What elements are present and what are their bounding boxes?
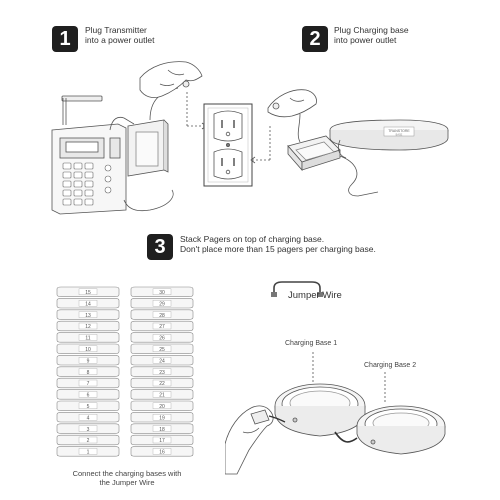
caption-line-1: Connect the charging bases with	[52, 469, 202, 478]
pager-number: 19	[159, 415, 165, 421]
pager-number: 1	[87, 450, 90, 456]
keypad-key	[85, 199, 93, 205]
pager-number: 27	[159, 324, 165, 330]
pager-number: 11	[85, 336, 90, 342]
keypad-key	[85, 163, 93, 169]
pager-number: 10	[85, 347, 91, 353]
pager-number: 3	[87, 427, 90, 433]
keypad-key	[85, 181, 93, 187]
step-3-line-2: Don't place more than 15 pagers per char…	[180, 244, 376, 254]
pager-number: 26	[159, 336, 165, 342]
pager-number: 13	[85, 313, 91, 319]
pager-number: 12	[85, 324, 91, 330]
charging-base-2-icon	[357, 406, 445, 454]
pager-number: 14	[85, 301, 91, 307]
pager-number: 30	[159, 290, 165, 296]
pager-number: 28	[159, 313, 165, 319]
pager-number: 29	[159, 301, 165, 307]
step-3-badge: 3	[147, 234, 173, 260]
keypad-key	[74, 181, 82, 187]
pager-number: 7	[87, 381, 90, 387]
keypad-key	[74, 163, 82, 169]
keypad-round-key	[105, 176, 111, 182]
pager-number: 23	[159, 370, 165, 376]
keypad-key	[74, 172, 82, 178]
caption-line-2: the Jumper Wire	[52, 478, 202, 487]
keypad-key	[85, 190, 93, 196]
base-sub-label: BASE	[396, 134, 403, 137]
charging-base-1-icon	[275, 384, 365, 436]
keypad-round-key	[105, 187, 111, 193]
step-3-line-1: Stack Pagers on top of charging base.	[180, 234, 376, 244]
keypad-key	[85, 172, 93, 178]
keypad-key	[63, 172, 71, 178]
pager-number: 22	[159, 381, 165, 387]
keypad-key	[74, 199, 82, 205]
pager-number: 25	[159, 347, 165, 353]
step-3-text: Stack Pagers on top of charging base. Do…	[180, 234, 376, 254]
pager-stack-right: 30 29 28 27 26 25 24 23 22 21 20 19 18 17 16	[131, 287, 193, 456]
keypad-key	[63, 190, 71, 196]
pager-number: 16	[159, 450, 165, 456]
pager-stack-left: 15 14 13 12 11 10 9 8 7 6 5 4 3 2 1	[57, 287, 119, 456]
charging-base-1-label: Charging Base 1	[285, 340, 337, 347]
keypad-key	[63, 163, 71, 169]
pager-number: 24	[159, 358, 165, 364]
pager-number: 15	[85, 290, 91, 296]
pager-number: 6	[87, 393, 90, 399]
pager-number: 20	[159, 404, 165, 410]
keypad-key	[74, 190, 82, 196]
pager-number: 8	[87, 370, 90, 376]
keypad-round-key	[105, 165, 111, 171]
pager-number: 21	[159, 393, 165, 399]
hand-2-icon	[268, 90, 317, 117]
keypad-key	[63, 181, 71, 187]
wall-outlet-icon	[204, 104, 252, 186]
pager-number: 9	[87, 358, 90, 364]
keypad-key	[63, 199, 71, 205]
hand-1-icon	[140, 62, 202, 98]
power-adapter-1-icon	[128, 120, 168, 176]
base-brand-label: TRANSTORE	[388, 129, 410, 133]
pager-number: 18	[159, 427, 165, 433]
antenna-icon	[62, 96, 102, 125]
pager-number: 2	[87, 438, 90, 444]
setup-illustration: TRANSTORE BASE	[0, 0, 500, 230]
charging-base-icon: TRANSTORE BASE	[330, 120, 448, 150]
pager-number: 5	[87, 404, 90, 410]
pager-number: 4	[87, 415, 90, 421]
charging-bases-illustration	[225, 348, 495, 488]
jumper-wire-label: Jumper Wire	[288, 290, 342, 301]
pager-number: 17	[159, 438, 165, 444]
connect-caption: Connect the charging bases with the Jump…	[52, 469, 202, 487]
